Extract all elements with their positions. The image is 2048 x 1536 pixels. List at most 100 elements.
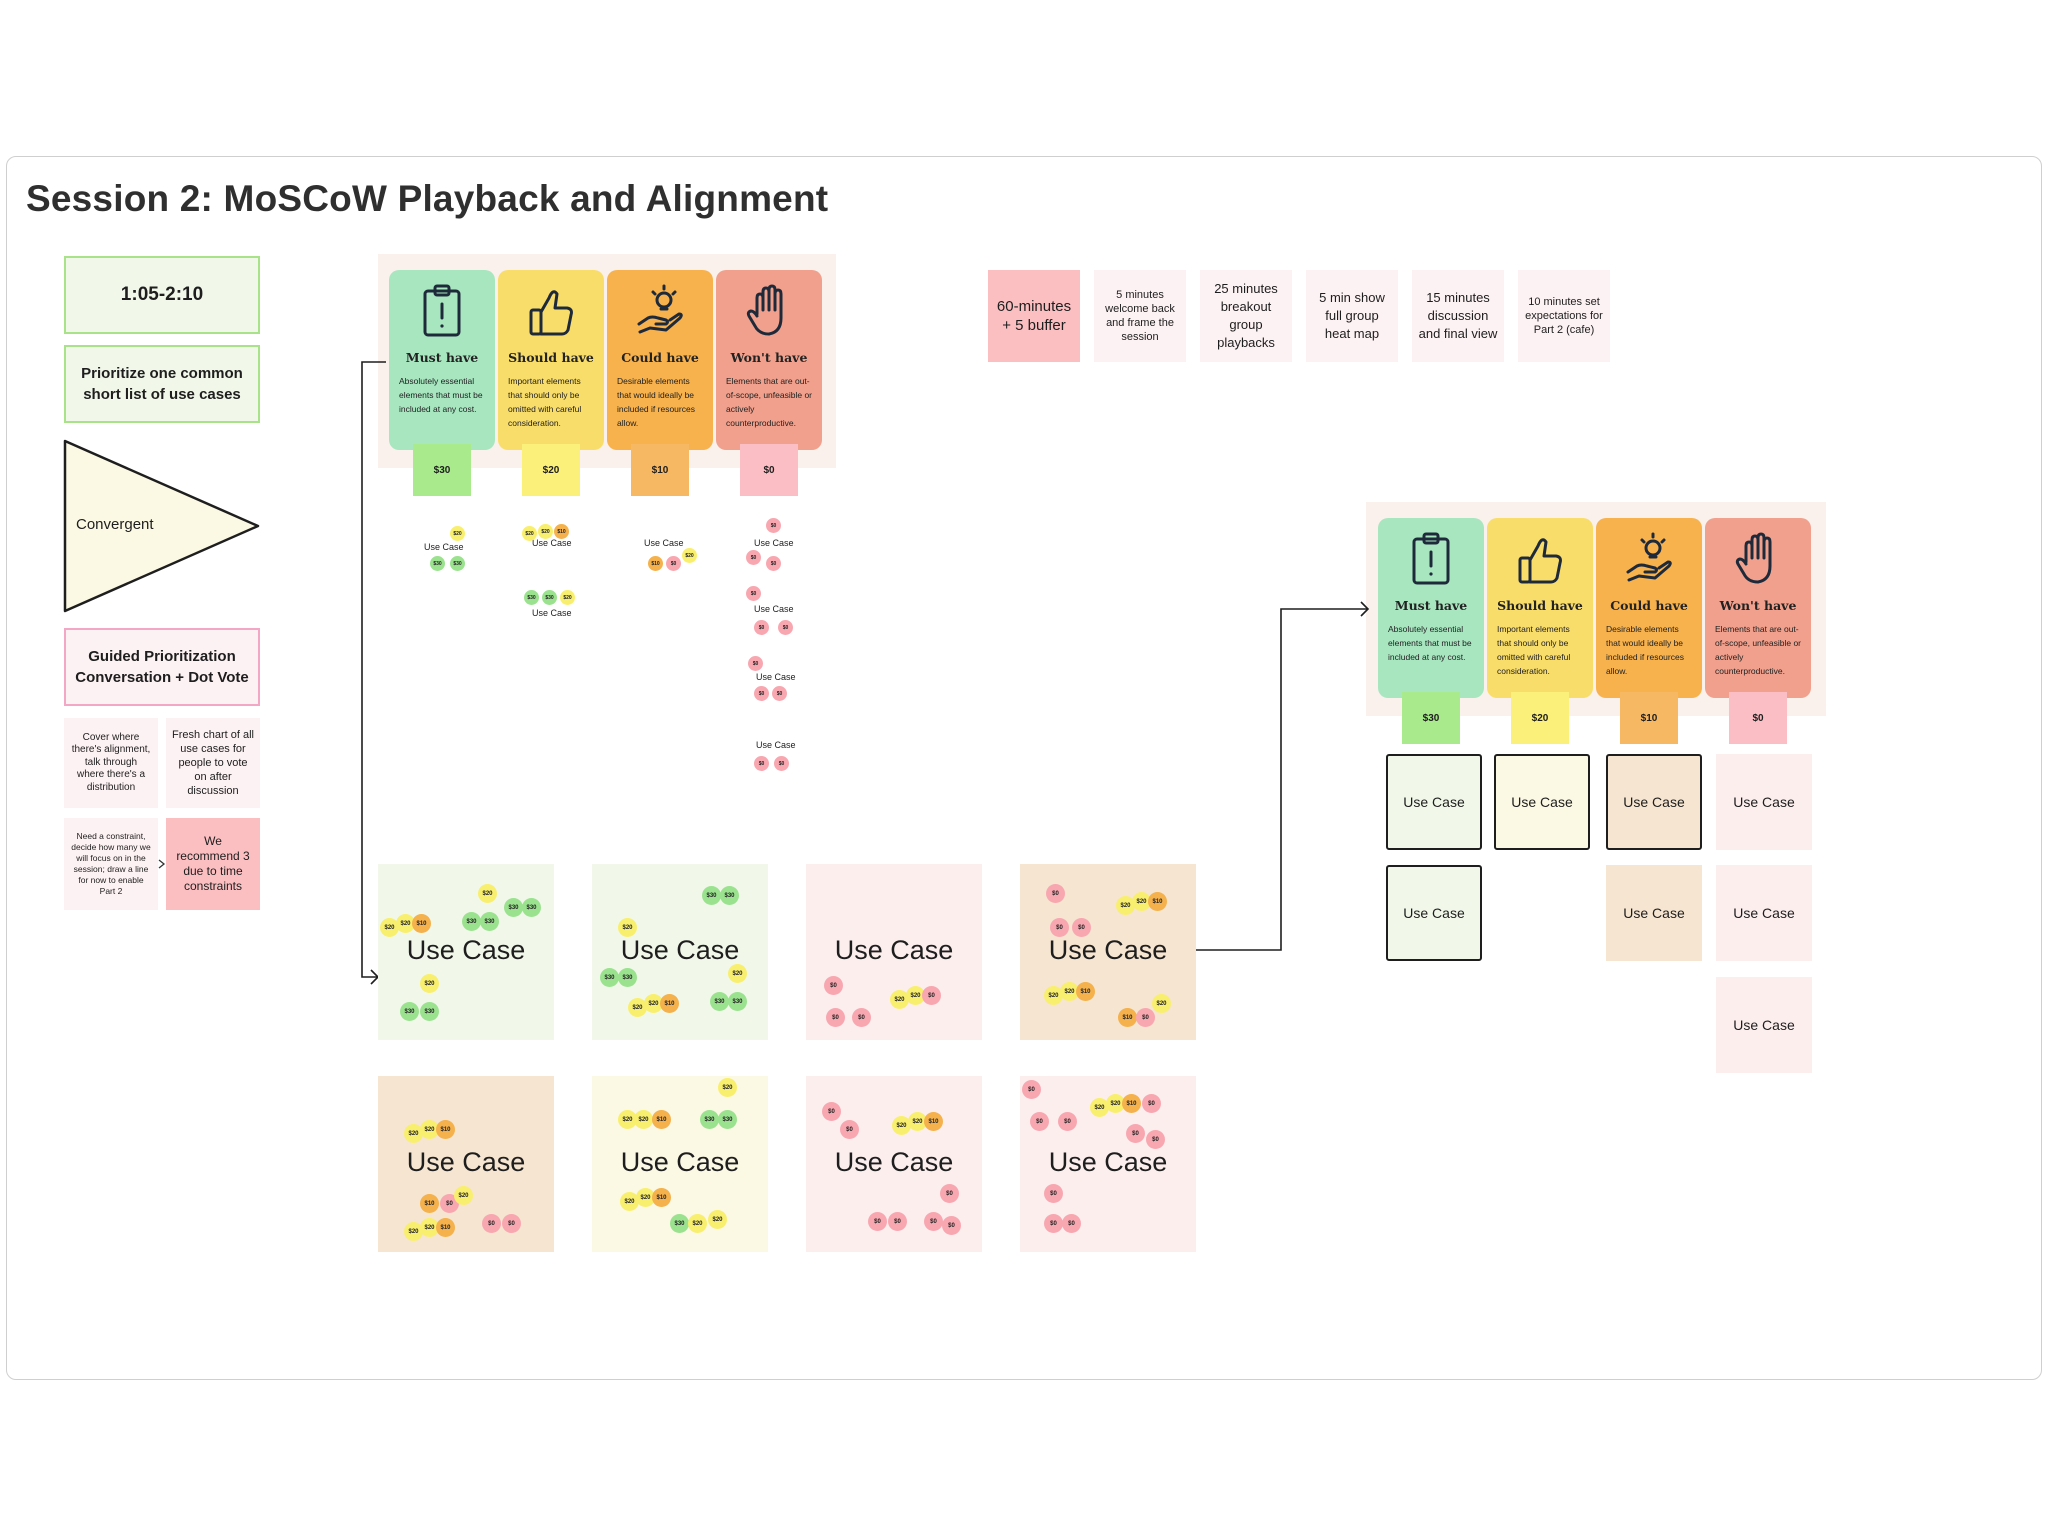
time-sticky[interactable]: 1:05-2:10 xyxy=(64,256,260,334)
vote-dot[interactable]: $10 xyxy=(1122,1094,1141,1113)
vote-dot[interactable]: $20 xyxy=(890,990,909,1009)
vote-dot[interactable]: $0 xyxy=(1072,918,1091,937)
vote-dot[interactable]: $20 xyxy=(1152,994,1171,1013)
use-case-label-small[interactable]: Use Case xyxy=(532,538,572,548)
agenda-item-2[interactable]: 5 minutes welcome back and frame the ses… xyxy=(1094,270,1186,362)
moscow-top-card-must-have[interactable]: Must have Absolutely essential elements … xyxy=(389,270,495,450)
vote-dot[interactable]: $0 xyxy=(754,686,769,701)
vote-dot[interactable]: $0 xyxy=(1058,1112,1077,1131)
result-use-case-sticky[interactable]: Use Case xyxy=(1716,754,1812,850)
vote-dot[interactable]: $20 xyxy=(906,986,925,1005)
note-sticky-2[interactable]: Fresh chart of all use cases for people … xyxy=(166,718,260,808)
result-use-case-sticky[interactable]: Use Case xyxy=(1386,865,1482,961)
vote-dot[interactable]: $0 xyxy=(482,1214,501,1233)
moscow-top-card-could-have[interactable]: Could have Desirable elements that would… xyxy=(607,270,713,450)
vote-dot[interactable]: $20 xyxy=(560,590,575,605)
vote-dot[interactable]: $10 xyxy=(648,556,663,571)
vote-dot[interactable]: $0 xyxy=(1030,1112,1049,1131)
vote-dot[interactable]: $0 xyxy=(922,986,941,1005)
vote-dot[interactable]: $30 xyxy=(702,886,721,905)
vote-dot[interactable]: $20 xyxy=(454,1186,473,1205)
vote-dot[interactable]: $20 xyxy=(538,524,553,539)
use-case-label-small[interactable]: Use Case xyxy=(756,740,796,750)
vote-dot[interactable]: $0 xyxy=(824,976,843,995)
vote-dot[interactable]: $0 xyxy=(822,1102,841,1121)
use-case-sticky-3[interactable]: Use Case xyxy=(806,864,982,1040)
vote-dot[interactable]: $10 xyxy=(436,1218,455,1237)
vote-dot[interactable]: $30 xyxy=(450,556,465,571)
vote-dot[interactable]: $20 xyxy=(718,1078,737,1097)
vote-dot[interactable]: $20 xyxy=(420,1120,439,1139)
agenda-item-1[interactable]: 60-minutes + 5 buffer xyxy=(988,270,1080,362)
activity-sticky[interactable]: Guided Prioritization Conversation + Dot… xyxy=(64,628,260,706)
vote-dot[interactable]: $0 xyxy=(924,1212,943,1231)
use-case-label-small[interactable]: Use Case xyxy=(756,672,796,682)
vote-dot[interactable]: $10 xyxy=(1118,1008,1137,1027)
vote-dot[interactable]: $30 xyxy=(462,912,481,931)
vote-dot[interactable]: $30 xyxy=(420,1002,439,1021)
moscow-top-price-sticky[interactable]: $30 xyxy=(413,444,471,496)
vote-dot[interactable]: $20 xyxy=(1132,892,1151,911)
vote-dot[interactable]: $0 xyxy=(1142,1094,1161,1113)
result-use-case-sticky[interactable]: Use Case xyxy=(1386,754,1482,850)
use-case-label-small[interactable]: Use Case xyxy=(754,604,794,614)
vote-dot[interactable]: $20 xyxy=(1090,1098,1109,1117)
vote-dot[interactable]: $30 xyxy=(430,556,445,571)
vote-dot[interactable]: $0 xyxy=(1050,918,1069,937)
vote-dot[interactable]: $20 xyxy=(634,1110,653,1129)
vote-dot[interactable]: $10 xyxy=(1148,892,1167,911)
vote-dot[interactable]: $20 xyxy=(522,526,537,541)
vote-dot[interactable]: $10 xyxy=(436,1120,455,1139)
result-use-case-sticky[interactable]: Use Case xyxy=(1606,754,1702,850)
moscow-result-price-sticky[interactable]: $0 xyxy=(1729,692,1787,744)
agenda-item-4[interactable]: 5 min show full group heat map xyxy=(1306,270,1398,362)
vote-dot[interactable]: $0 xyxy=(940,1184,959,1203)
vote-dot[interactable]: $20 xyxy=(636,1188,655,1207)
vote-dot[interactable]: $20 xyxy=(1060,982,1079,1001)
agenda-item-5[interactable]: 15 minutes discussion and final view xyxy=(1412,270,1504,362)
vote-dot[interactable]: $20 xyxy=(892,1116,911,1135)
moscow-result-card-could-have[interactable]: Could have Desirable elements that would… xyxy=(1596,518,1702,698)
moscow-result-card-should-have[interactable]: Should have Important elements that shou… xyxy=(1487,518,1593,698)
vote-dot[interactable]: $0 xyxy=(1046,884,1065,903)
vote-dot[interactable]: $10 xyxy=(412,914,431,933)
vote-dot[interactable]: $0 xyxy=(868,1212,887,1231)
moscow-top-card-should-have[interactable]: Should have Important elements that shou… xyxy=(498,270,604,450)
vote-dot[interactable]: $20 xyxy=(644,994,663,1013)
vote-dot[interactable]: $20 xyxy=(420,1218,439,1237)
agenda-item-6[interactable]: 10 minutes set expectations for Part 2 (… xyxy=(1518,270,1610,362)
goal-sticky[interactable]: Prioritize one common short list of use … xyxy=(64,345,260,423)
vote-dot[interactable]: $30 xyxy=(718,1110,737,1129)
vote-dot[interactable]: $10 xyxy=(660,994,679,1013)
vote-dot[interactable]: $20 xyxy=(450,526,465,541)
note-sticky-1[interactable]: Cover where there's alignment, talk thro… xyxy=(64,718,158,808)
vote-dot[interactable]: $0 xyxy=(1022,1080,1041,1099)
vote-dot[interactable]: $30 xyxy=(522,898,541,917)
vote-dot[interactable]: $10 xyxy=(1076,982,1095,1001)
result-use-case-sticky[interactable]: Use Case xyxy=(1494,754,1590,850)
result-use-case-sticky[interactable]: Use Case xyxy=(1716,865,1812,961)
vote-dot[interactable]: $0 xyxy=(746,586,761,601)
vote-dot[interactable]: $0 xyxy=(888,1212,907,1231)
vote-dot[interactable]: $0 xyxy=(746,550,761,565)
vote-dot[interactable]: $10 xyxy=(652,1110,671,1129)
vote-dot[interactable]: $0 xyxy=(1044,1184,1063,1203)
vote-dot[interactable]: $0 xyxy=(748,656,763,671)
vote-dot[interactable]: $0 xyxy=(1146,1130,1165,1149)
vote-dot[interactable]: $20 xyxy=(620,1192,639,1211)
vote-dot[interactable]: $0 xyxy=(754,620,769,635)
vote-dot[interactable]: $30 xyxy=(480,912,499,931)
vote-dot[interactable]: $30 xyxy=(524,590,539,605)
vote-dot[interactable]: $10 xyxy=(554,524,569,539)
convergent-triangle-shape[interactable] xyxy=(62,438,262,614)
use-case-sticky-2[interactable]: Use Case xyxy=(592,864,768,1040)
vote-dot[interactable]: $0 xyxy=(1062,1214,1081,1233)
vote-dot[interactable]: $0 xyxy=(826,1008,845,1027)
vote-dot[interactable]: $20 xyxy=(708,1210,727,1229)
vote-dot[interactable]: $30 xyxy=(618,968,637,987)
vote-dot[interactable]: $0 xyxy=(1136,1008,1155,1027)
vote-dot[interactable]: $30 xyxy=(728,992,747,1011)
moscow-result-price-sticky[interactable]: $20 xyxy=(1511,692,1569,744)
vote-dot[interactable]: $20 xyxy=(404,1124,423,1143)
vote-dot[interactable]: $20 xyxy=(1044,986,1063,1005)
